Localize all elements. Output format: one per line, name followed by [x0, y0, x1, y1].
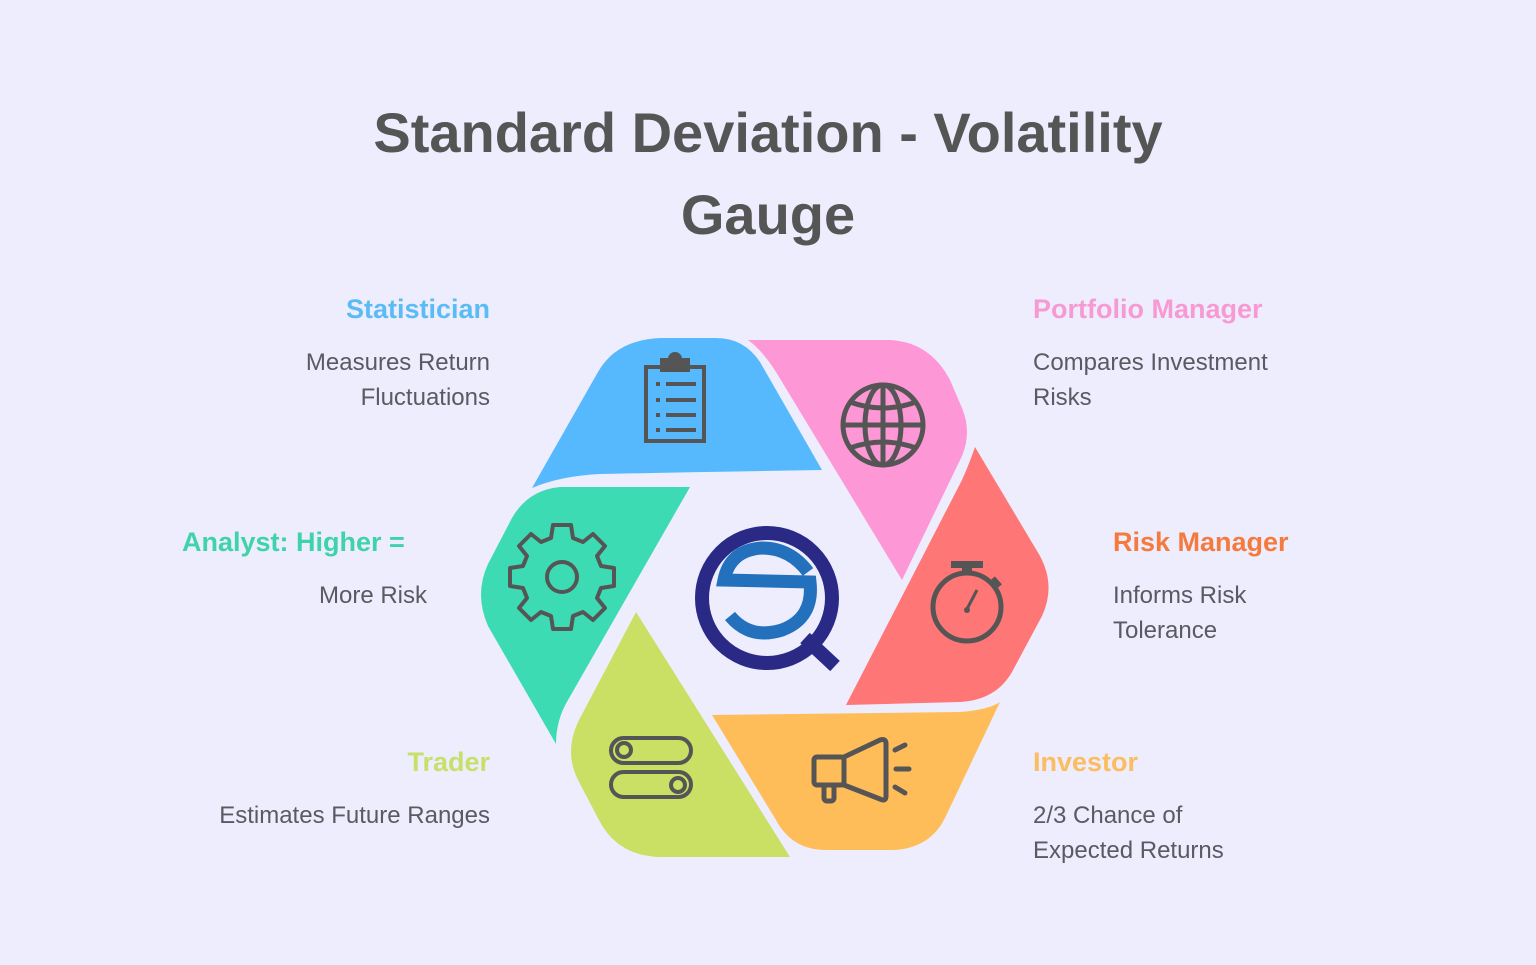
- label-trader: Trader Estimates Future Ranges: [150, 745, 490, 833]
- description-statistician: Measures Return Fluctuations: [190, 345, 490, 415]
- heading-risk-manager: Risk Manager: [1113, 527, 1289, 557]
- toggle-switches-icon: [609, 736, 693, 799]
- heading-portfolio-manager: Portfolio Manager: [1033, 294, 1263, 324]
- desc-line-2: Risks: [1033, 384, 1092, 411]
- desc-line-1: 2/3 Chance of: [1033, 802, 1183, 829]
- clipboard-icon: [644, 352, 706, 443]
- heading-investor: Investor: [1033, 747, 1139, 777]
- title-line-1: Standard Deviation - Volatility: [373, 101, 1163, 164]
- segment-risk-manager: [846, 447, 1049, 705]
- desc-line-1: Compares Investment: [1033, 349, 1268, 376]
- description-risk-manager: Informs Risk Tolerance: [1113, 578, 1373, 648]
- desc-line-1: Estimates Future Ranges: [219, 802, 490, 829]
- segment-investor: [712, 702, 1000, 850]
- description-investor: 2/3 Chance of Expected Returns: [1033, 798, 1333, 868]
- megaphone-icon: [811, 737, 912, 804]
- label-risk-manager: Risk Manager Informs Risk Tolerance: [1113, 525, 1373, 648]
- heading-statistician: Statistician: [345, 294, 490, 324]
- gear-icon: [508, 523, 616, 631]
- desc-line-2: Tolerance: [1113, 617, 1218, 644]
- desc-line-1: Measures Return: [305, 349, 490, 376]
- heading-analyst: Analyst: Higher =: [182, 527, 405, 557]
- desc-line-1: More Risk: [318, 582, 427, 609]
- desc-line-2: Expected Returns: [1033, 837, 1224, 864]
- desc-line-2: Fluctuations: [360, 384, 490, 411]
- label-statistician: Statistician Measures Return Fluctuation…: [190, 292, 490, 415]
- globe-icon: [840, 382, 926, 468]
- desc-line-1: Informs Risk: [1113, 582, 1247, 609]
- sq-logo: [695, 526, 840, 672]
- title-line-2: Gauge: [680, 183, 856, 246]
- stopwatch-icon: [930, 561, 1004, 644]
- label-analyst: Analyst: Higher = More Risk: [182, 525, 427, 613]
- description-trader: Estimates Future Ranges: [150, 798, 490, 833]
- label-portfolio-manager: Portfolio Manager Compares Investment Ri…: [1033, 292, 1353, 415]
- description-analyst: More Risk: [182, 578, 427, 613]
- label-investor: Investor 2/3 Chance of Expected Returns: [1033, 745, 1333, 868]
- description-portfolio-manager: Compares Investment Risks: [1033, 345, 1353, 415]
- heading-trader: Trader: [407, 747, 490, 777]
- page-title: Standard Deviation - Volatility Gauge: [0, 92, 1536, 256]
